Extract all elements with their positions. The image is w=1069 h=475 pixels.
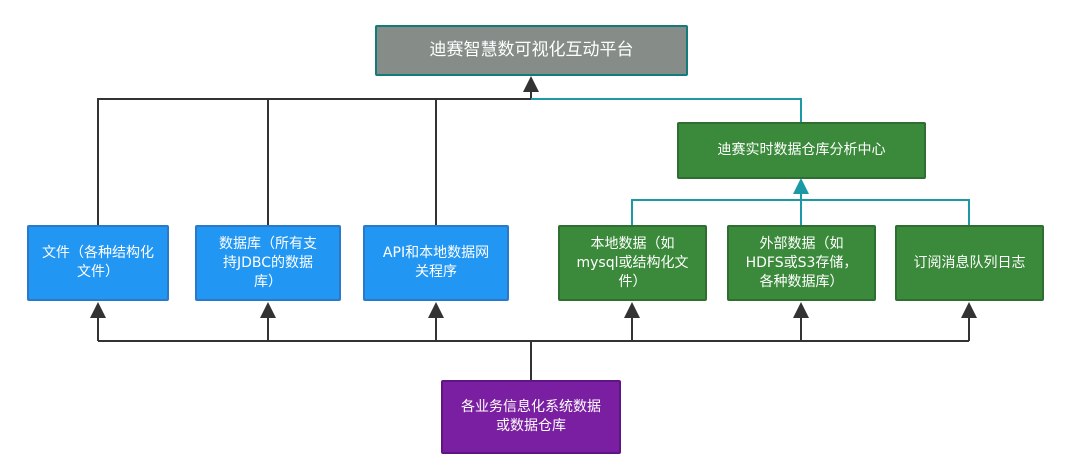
file-source-node: 文件（各种结构化 文件）: [27, 225, 169, 301]
database-source-label: 数据库（所有支 持JDBC的数据 库）: [219, 235, 317, 290]
connector-origin-to-sources: [90, 302, 977, 380]
connector-center-to-platform: [531, 98, 802, 123]
platform-label: 迪赛智慧数可视化互动平台: [429, 40, 634, 60]
api-gateway-node: API和本地数据网 关程序: [363, 225, 509, 301]
external-data-node: 外部数据（如 HDFS或S3存储， 各种数据库）: [727, 225, 876, 301]
api-gateway-label: API和本地数据网 关程序: [382, 245, 490, 280]
local-data-node: 本地数据（如 mysql或结构化文 件）: [558, 225, 707, 301]
file-source-label: 文件（各种结构化 文件）: [42, 245, 154, 280]
connector-direct-sources-to-platform: [97, 76, 539, 226]
analysis-center-node: 迪赛实时数据仓库分析中心: [677, 122, 926, 179]
database-source-node: 数据库（所有支 持JDBC的数据 库）: [195, 225, 341, 301]
platform-node: 迪赛智慧数可视化互动平台: [375, 25, 688, 76]
connector-green-sources-to-center: [631, 178, 970, 226]
business-systems-label: 各业务信息化系统数据 或数据仓库: [461, 399, 601, 434]
analysis-center-label: 迪赛实时数据仓库分析中心: [717, 142, 886, 158]
message-queue-label: 订阅消息队列日志: [913, 254, 1026, 271]
business-systems-node: 各业务信息化系统数据 或数据仓库: [441, 380, 621, 454]
external-data-label: 外部数据（如 HDFS或S3存储， 各种数据库）: [745, 235, 858, 290]
message-queue-node: 订阅消息队列日志: [895, 225, 1044, 301]
local-data-label: 本地数据（如 mysql或结构化文 件）: [576, 235, 689, 290]
